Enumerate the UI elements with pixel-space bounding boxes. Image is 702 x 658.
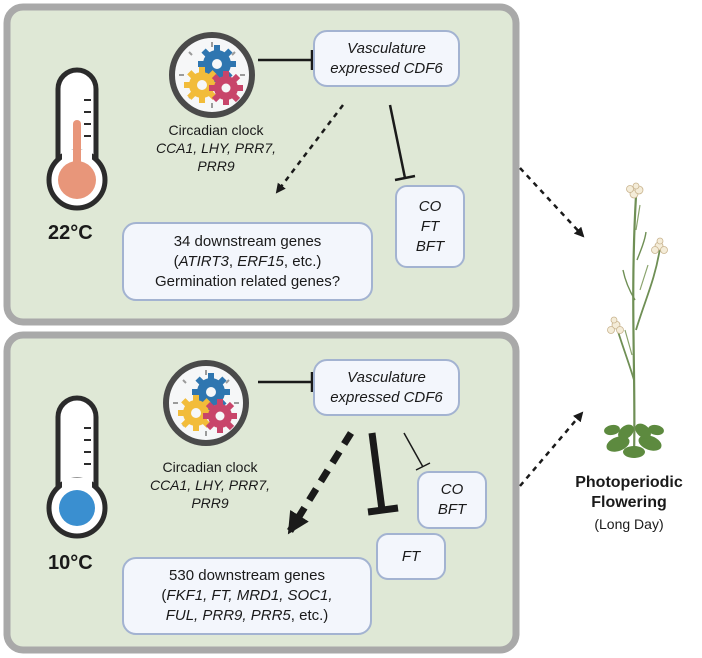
cdf6-to-downstream-strong-arrow (287, 431, 354, 535)
downstream-genes-box: 34 downstream genes (ATIRT3, ERF15, etc.… (122, 222, 373, 301)
flowering-genes-box: CO FT BFT (395, 185, 465, 268)
separator: , (228, 252, 238, 270)
cdf6-to-downstream-arrow (275, 104, 344, 194)
target-gene-ft: FT (401, 547, 421, 565)
clock-genes: CCA1, LHY, PRR7, PRR9 (149, 477, 271, 511)
target-gene-bft: BFT (415, 237, 445, 255)
etc: , etc.) (283, 252, 322, 270)
target-gene-co: CO (440, 481, 464, 498)
thermometer-warm-icon (46, 67, 108, 211)
clock-label: Circadian clock (168, 122, 264, 138)
cdf6-box: Vasculature expressed CDF6 (313, 359, 460, 416)
downstream-examples-2: FUL, PRR9, PRR5, etc.) (166, 606, 329, 626)
clock-genes: CCA1, LHY, PRR7, PRR9 (155, 140, 277, 174)
flowering-subtitle: (Long Day) (594, 516, 664, 532)
arabidopsis-plant-icon (604, 182, 668, 458)
downstream-genes-box: 530 downstream genes (FKF1, FT, MRD1, SO… (122, 557, 372, 635)
cdf6-line2: expressed CDF6 (330, 388, 443, 406)
genes-list-1: FKF1, FT, MRD1, SOC1, (166, 587, 333, 604)
paren-open: ( (161, 587, 167, 604)
downstream-count: 34 downstream genes (173, 232, 322, 250)
ft-box: FT (376, 533, 446, 580)
downstream-examples-1: (FKF1, FT, MRD1, SOC1, (161, 586, 332, 606)
temperature-label-22: 22°C (48, 222, 93, 244)
gene-erf15: ERF15 (237, 252, 284, 270)
etc: , etc.) (290, 607, 329, 624)
downstream-count: 530 downstream genes (169, 567, 325, 584)
cdf6-line1: Vasculature (347, 368, 426, 386)
circadian-clock-icon (166, 363, 246, 443)
flowering-title: Photoperiodic Flowering (562, 473, 696, 513)
target-gene-bft: BFT (437, 501, 467, 518)
thermometer-cold-icon (46, 395, 108, 539)
temperature-label-10: 10°C (48, 552, 93, 574)
flowering-title-line2: Flowering (591, 494, 667, 511)
cdf6-box: Vasculature expressed CDF6 (313, 30, 460, 87)
circadian-clock-label: Circadian clock CCA1, LHY, PRR7, PRR9 (146, 121, 286, 175)
circadian-clock-icon (172, 35, 252, 115)
paren-open: ( (173, 252, 179, 270)
flowering-title-line1: Photoperiodic (575, 474, 683, 491)
target-gene-co: CO (418, 197, 442, 215)
downstream-examples: (ATIRT3, ERF15, etc.) (174, 252, 322, 272)
target-gene-ft: FT (420, 217, 440, 235)
top-to-flowering-arrow (519, 167, 585, 238)
co-bft-box: CO BFT (417, 471, 487, 529)
clock-label: Circadian clock (162, 459, 258, 475)
cdf6-line2: expressed CDF6 (330, 59, 443, 77)
cdf6-represses-targets-line (388, 104, 407, 179)
cdf6-represses-co-bft-line (403, 432, 424, 468)
circadian-clock-label: Circadian clock CCA1, LHY, PRR7, PRR9 (140, 458, 280, 512)
downstream-question: Germination related genes? (154, 272, 341, 290)
genes-list-2: FUL, PRR9, PRR5 (165, 607, 291, 624)
gene-atirt3: ATIRT3 (178, 252, 229, 270)
cdf6-line1: Vasculature (347, 39, 426, 57)
cdf6-represses-ft-strong-line (368, 432, 386, 511)
